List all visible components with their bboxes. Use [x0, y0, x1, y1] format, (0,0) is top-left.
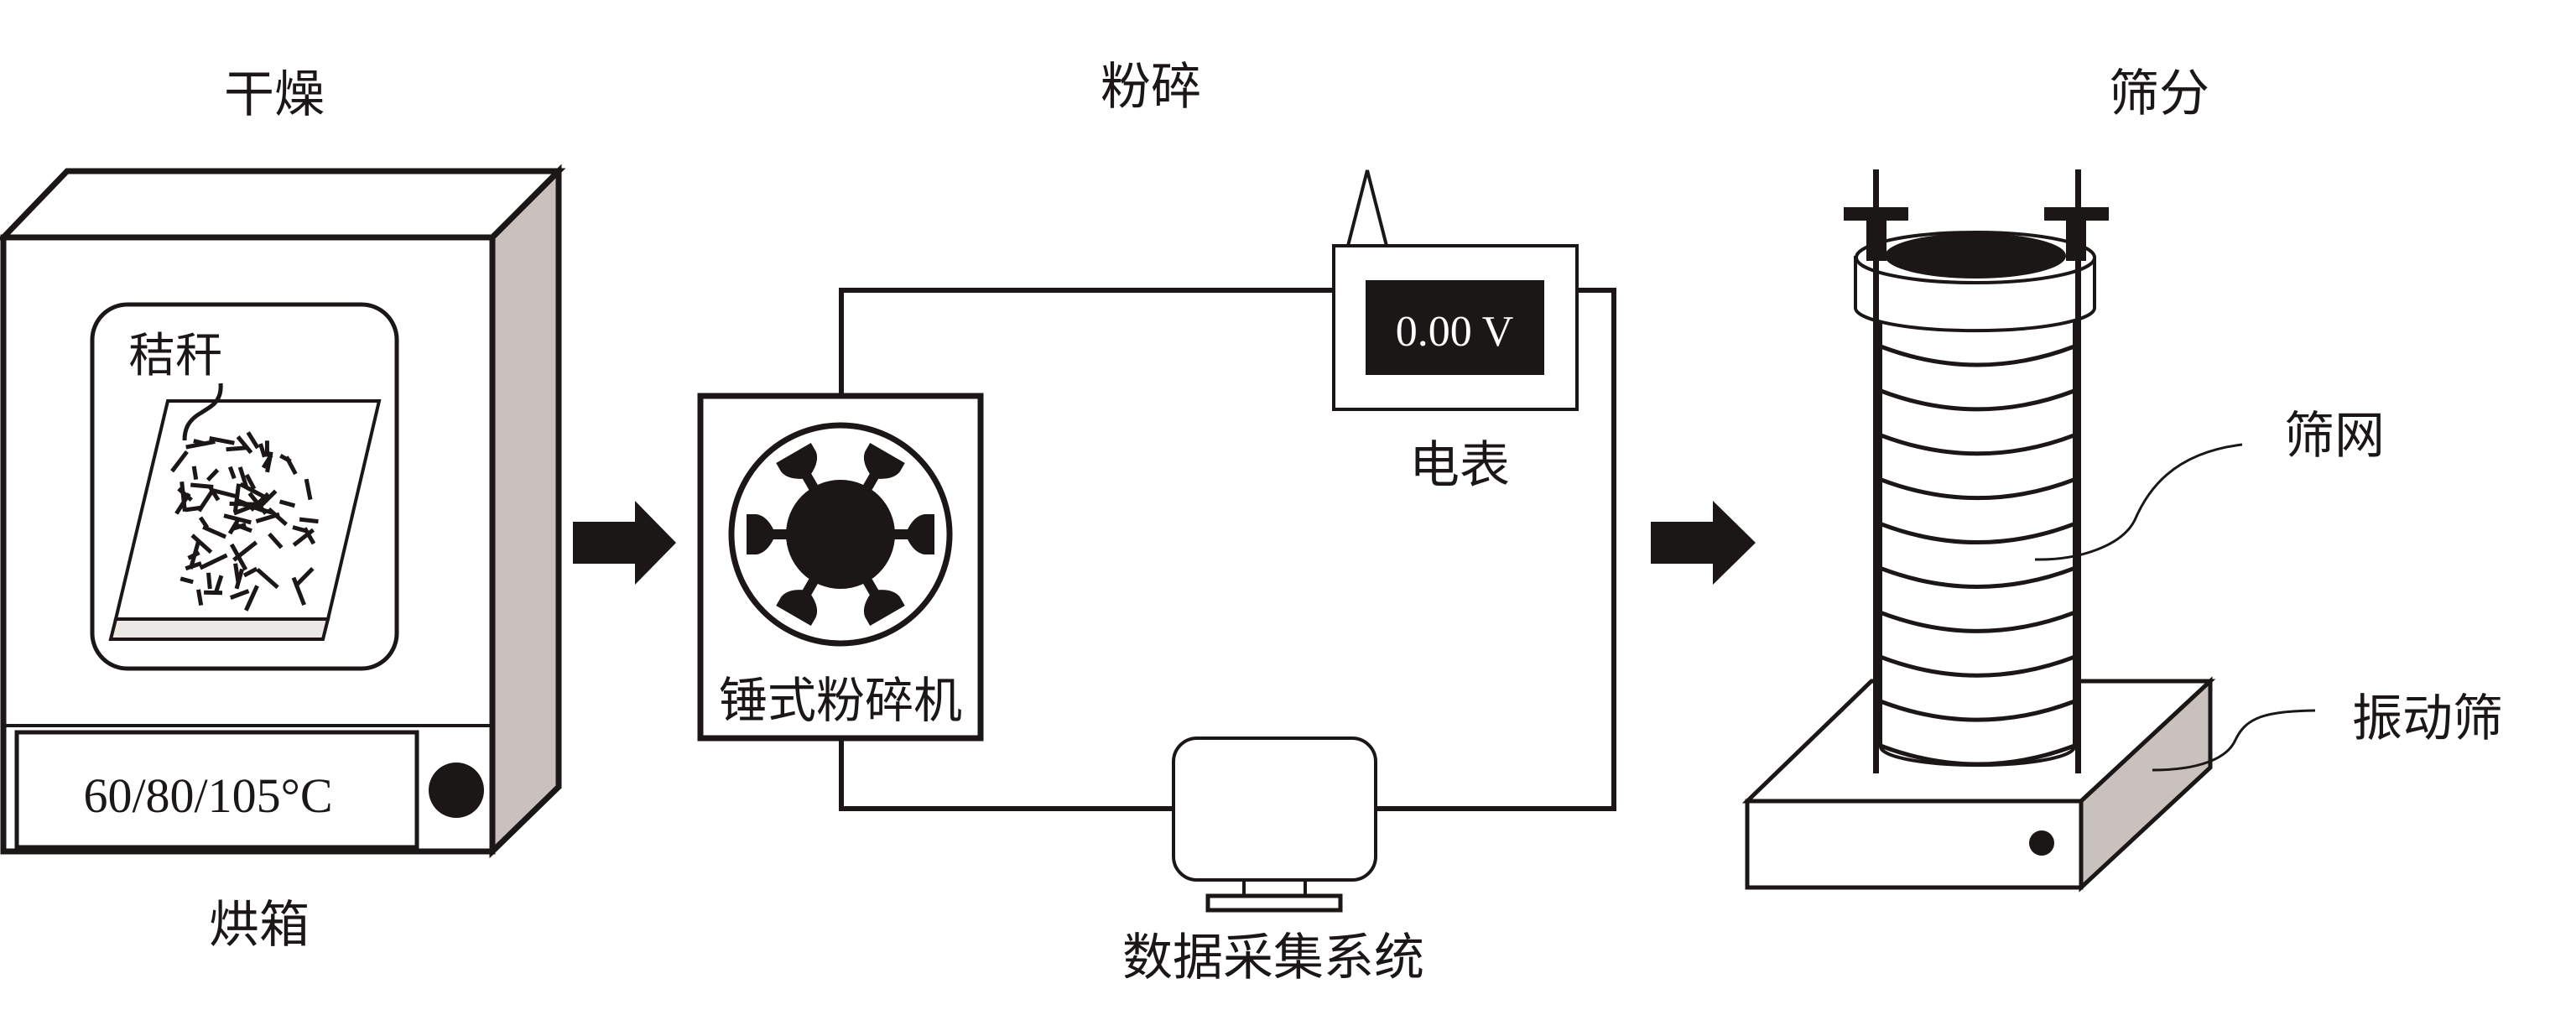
monitor-screen [1174, 738, 1376, 880]
oven: 秸秆 60/80/105°C [3, 171, 559, 851]
oven-temperature-value: 60/80/105°C [83, 768, 332, 823]
straw-particle [226, 448, 248, 450]
screen-label: 筛网 [2284, 407, 2385, 466]
crusher-label: 锤式粉碎机 [719, 672, 962, 729]
straw-particle [209, 573, 211, 589]
straw-particle [199, 590, 201, 606]
oven-label: 烘箱 [209, 896, 310, 955]
wire-crusher-to-meter [841, 290, 1334, 396]
shaker-indicator-light [2029, 830, 2054, 856]
sieve-opening [1885, 233, 2066, 278]
flow-arrow-drying-to-crushing [573, 501, 676, 585]
tray-strip [111, 619, 328, 639]
wire-crusher-to-daq [841, 738, 1174, 809]
crushing-title: 粉碎 [1101, 58, 1201, 117]
rotor-hub [786, 480, 895, 589]
shaker-label: 振动筛 [2352, 690, 2503, 748]
flow-arrow-crushing-to-sieving [1651, 501, 1756, 585]
straw-particle [194, 441, 206, 445]
daq-label: 数据采集系统 [1122, 929, 1424, 987]
drying-title: 干燥 [224, 65, 325, 124]
straw-particle [190, 485, 213, 487]
sieving-title: 筛分 [2109, 65, 2209, 123]
meter-reading: 0.00 V [1396, 308, 1514, 356]
meter-antenna [1348, 170, 1387, 246]
hammer-crusher: 锤式粉碎机 [700, 396, 981, 738]
meter-label: 电表 [1409, 436, 1510, 495]
straw-particle [194, 466, 196, 480]
straw-particle [299, 519, 318, 522]
data-acquisition-monitor [1174, 738, 1376, 910]
oven-side-face [492, 171, 559, 851]
sieve-stack [1844, 169, 2109, 773]
monitor-neck [1244, 880, 1305, 896]
straw-label: 秸秆 [128, 329, 222, 383]
monitor-base [1208, 896, 1340, 910]
oven-knob [429, 763, 484, 818]
oven-top-face [3, 171, 559, 237]
voltmeter: 0.00 V [1334, 170, 1577, 409]
